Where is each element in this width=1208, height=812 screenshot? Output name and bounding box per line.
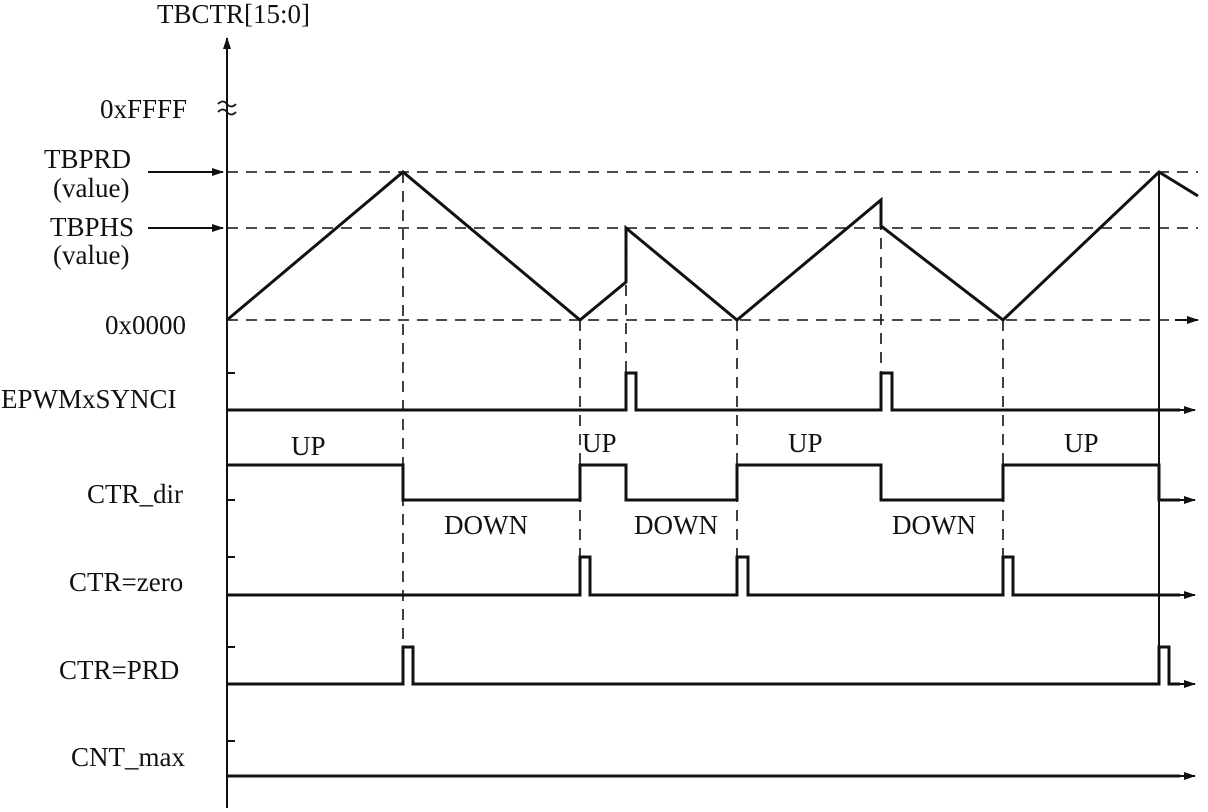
dir-label-up-1: UP [291,431,326,461]
y-axis: TBCTR[15:0] [157,0,310,808]
tbphs-value-label: (value) [53,240,129,270]
reference-lines [227,171,1199,324]
signal-label-ctr-zero: CTR=zero [69,567,183,597]
signal-trace-ctr-zero [227,555,1196,599]
dir-label-up-4: UP [1064,428,1099,458]
signal-label-ctr-dir: CTR_dir [87,479,183,509]
signal-trace-ctr-prd [227,645,1196,688]
signal-trace-ctr-dir: UP UP UP UP DOWN DOWN DOWN [227,428,1196,540]
tbprd-label: TBPRD [44,144,131,174]
zero-level-label: 0x0000 [105,310,186,340]
dir-label-up-3: UP [788,428,823,458]
signal-labels: EPWMxSYNCI CTR_dir CTR=zero CTR=PRD CNT_… [1,384,185,772]
signal-label-ctr-prd: CTR=PRD [59,655,179,685]
dir-label-up-2: UP [582,428,617,458]
max-level-label: 0xFFFF [100,94,187,124]
dir-label-down-1: DOWN [444,510,528,540]
level-labels: 0xFFFF TBPRD (value) TBPHS (value) 0x000… [44,94,224,340]
tbphs-label: TBPHS [50,212,134,242]
tbprd-value-label: (value) [53,173,129,203]
y-axis-title: TBCTR[15:0] [157,0,310,29]
signal-label-epwmxsynci: EPWMxSYNCI [1,384,177,414]
counter-waveform [226,170,1199,322]
signal-trace-epwmxsynci [227,371,1196,414]
signal-ticks [227,372,235,742]
signal-label-cnt-max: CNT_max [71,742,185,772]
event-lines [402,172,1160,682]
dir-label-down-2: DOWN [634,510,718,540]
axis-break-icon [217,100,237,116]
dir-label-down-3: DOWN [892,510,976,540]
